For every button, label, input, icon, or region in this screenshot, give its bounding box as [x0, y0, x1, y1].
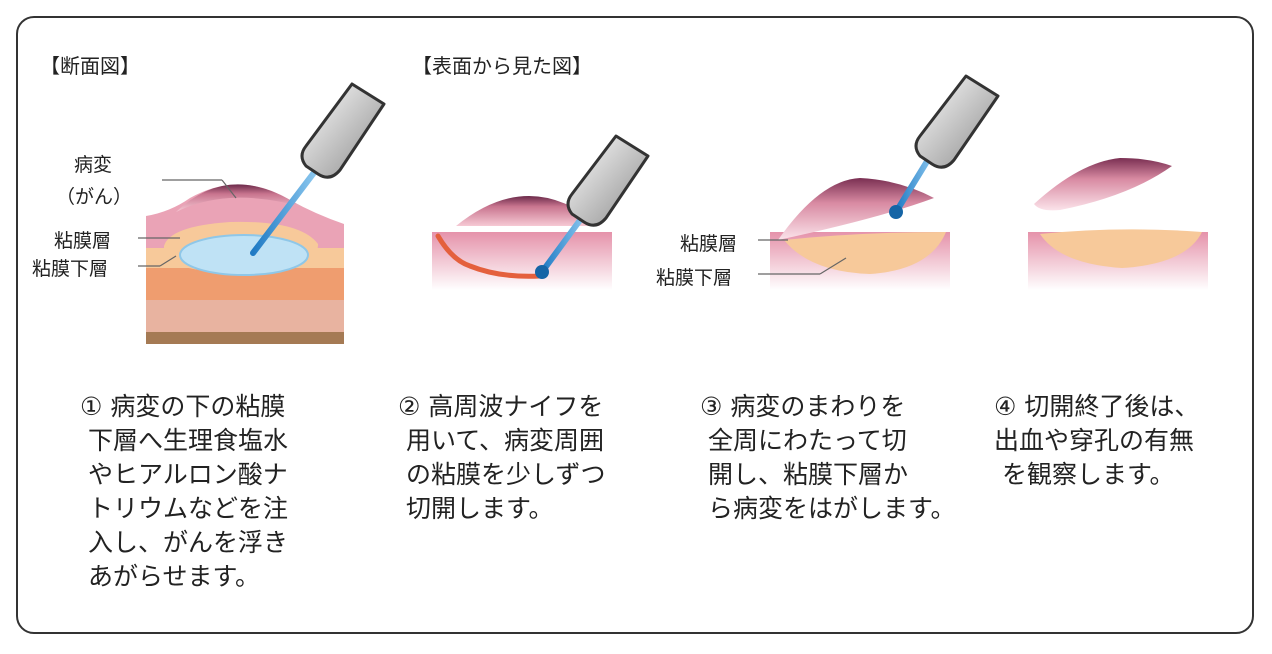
heading-cross-section: 【断面図】 [40, 54, 140, 78]
heading-surface-view: 【表面から見た図】 [412, 54, 592, 78]
label-submucosa-1: 粘膜下層 [32, 258, 109, 280]
electrosurgical-knife-icon [250, 82, 386, 256]
step-3-text: ③ 病変のまわりを 全周にわたって切 開し、粘膜下層か ら病変をはがします。 [700, 392, 956, 523]
electrosurgical-knife-icon [535, 134, 650, 279]
label-mucosa-3: 粘膜層 [680, 233, 738, 255]
label-submucosa-3: 粘膜下層 [656, 267, 733, 289]
label-mucosa-1: 粘膜層 [54, 230, 112, 252]
diagram-frame [16, 16, 1254, 634]
step-2-text: ② 高周波ナイフを 用いて、病変周囲 の粘膜を少しずつ 切開します。 [398, 392, 606, 523]
step-4-text: ④ 切開終了後は、 出血や穿孔の有無 を観察します。 [994, 392, 1200, 489]
electrosurgical-knife-icon [889, 74, 1000, 219]
step-1-text: ① 病変の下の粘膜 下層へ生理食塩水 やヒアルロン酸ナ トリウムなどを注 入し、… [80, 392, 288, 591]
surface-view-after-resection [1028, 158, 1208, 290]
surface-view-incision [432, 134, 650, 290]
cross-section-diagram [138, 82, 386, 344]
label-lesion-cancer: （がん） [56, 186, 133, 208]
label-lesion: 病変 [74, 154, 113, 176]
surface-view-dissection [758, 74, 1000, 290]
